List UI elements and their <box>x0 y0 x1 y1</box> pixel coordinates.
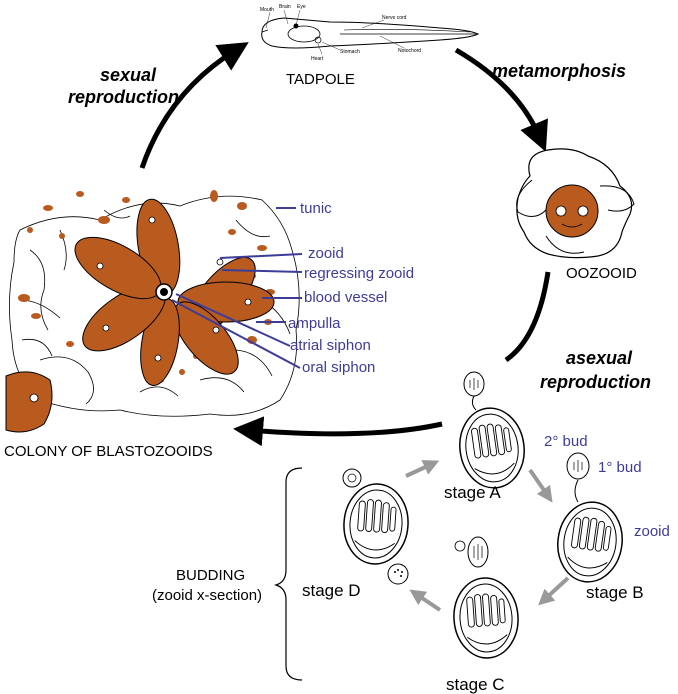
sexual-label-line2: reproduction <box>68 87 179 107</box>
colony-drawing <box>5 190 300 433</box>
stage-d-bud <box>342 468 409 585</box>
tadpole-part-notochord: Notochord <box>398 48 421 54</box>
stage-c-bud <box>454 536 489 568</box>
colony-label-atrial-siphon: atrial siphon <box>290 337 371 354</box>
arrow-a-to-b <box>528 468 553 503</box>
tadpole-part-nerve-cord: Nerve cord <box>382 15 407 21</box>
stage-a-zooid <box>453 403 531 493</box>
arrow-b-to-c <box>538 576 570 606</box>
colony-label-tunic: tunic <box>300 200 332 217</box>
colony-leader-lines <box>171 207 303 369</box>
arrow-metamorphosis <box>454 47 548 152</box>
arrow-to-colony <box>233 416 443 447</box>
tadpole-part-mouth: Mouth <box>260 7 274 13</box>
stage-b-label: stage B <box>586 583 644 602</box>
oozooid-label: OOZOOID <box>566 265 637 282</box>
asexual-label-line1: asexual <box>566 348 633 368</box>
colony-label-oral-siphon: oral siphon <box>302 359 375 376</box>
arrow-d-to-a <box>405 460 440 478</box>
bud-1-label: 1° bud <box>598 459 642 476</box>
metamorphosis-label: metamorphosis <box>492 61 626 81</box>
arrow-asexual-reproduction <box>504 271 551 363</box>
tadpole-label: TADPOLE <box>286 71 355 88</box>
colony-label-ampulla: ampulla <box>288 315 341 332</box>
stage-d-label: stage D <box>302 581 361 600</box>
colony-label-zooid: zooid <box>308 245 344 262</box>
stage-b-buds <box>566 452 590 503</box>
tadpole-part-eye: Eye <box>297 4 306 10</box>
tadpole-drawing <box>261 9 480 55</box>
budding-subtitle: (zooid x-section) <box>152 587 262 604</box>
oozooid-drawing <box>516 148 635 259</box>
asexual-label-line2: reproduction <box>540 372 651 392</box>
budding-title: BUDDING <box>176 567 245 584</box>
colony-label-blood-vessel: blood vessel <box>304 289 387 306</box>
budding-arrows <box>405 460 570 612</box>
stage-c-label: stage C <box>446 675 505 694</box>
stage-d-zooid <box>340 481 412 567</box>
colony-label-regressing-zooid: regressing zooid <box>304 265 414 282</box>
tadpole-part-stomach: Stomach <box>340 49 360 55</box>
arrow-c-to-d <box>409 589 442 612</box>
tadpole-part-heart: Heart <box>311 56 324 62</box>
stage-c-zooid <box>450 575 522 661</box>
tadpole-part-brain: Brain <box>279 4 291 10</box>
colony-label: COLONY OF BLASTOZOOIDS <box>4 443 213 460</box>
stage-a-label: stage A <box>444 483 501 502</box>
zooid-label: zooid <box>634 523 670 540</box>
arrow-sexual-reproduction <box>139 42 249 169</box>
stage-b-zooid <box>551 497 629 587</box>
sexual-label-line1: sexual <box>100 65 157 85</box>
stage-a-bud <box>463 371 485 411</box>
budding-brace <box>273 467 303 681</box>
bud-2-label: 2° bud <box>544 433 588 450</box>
lifecycle-arrows <box>139 42 551 447</box>
